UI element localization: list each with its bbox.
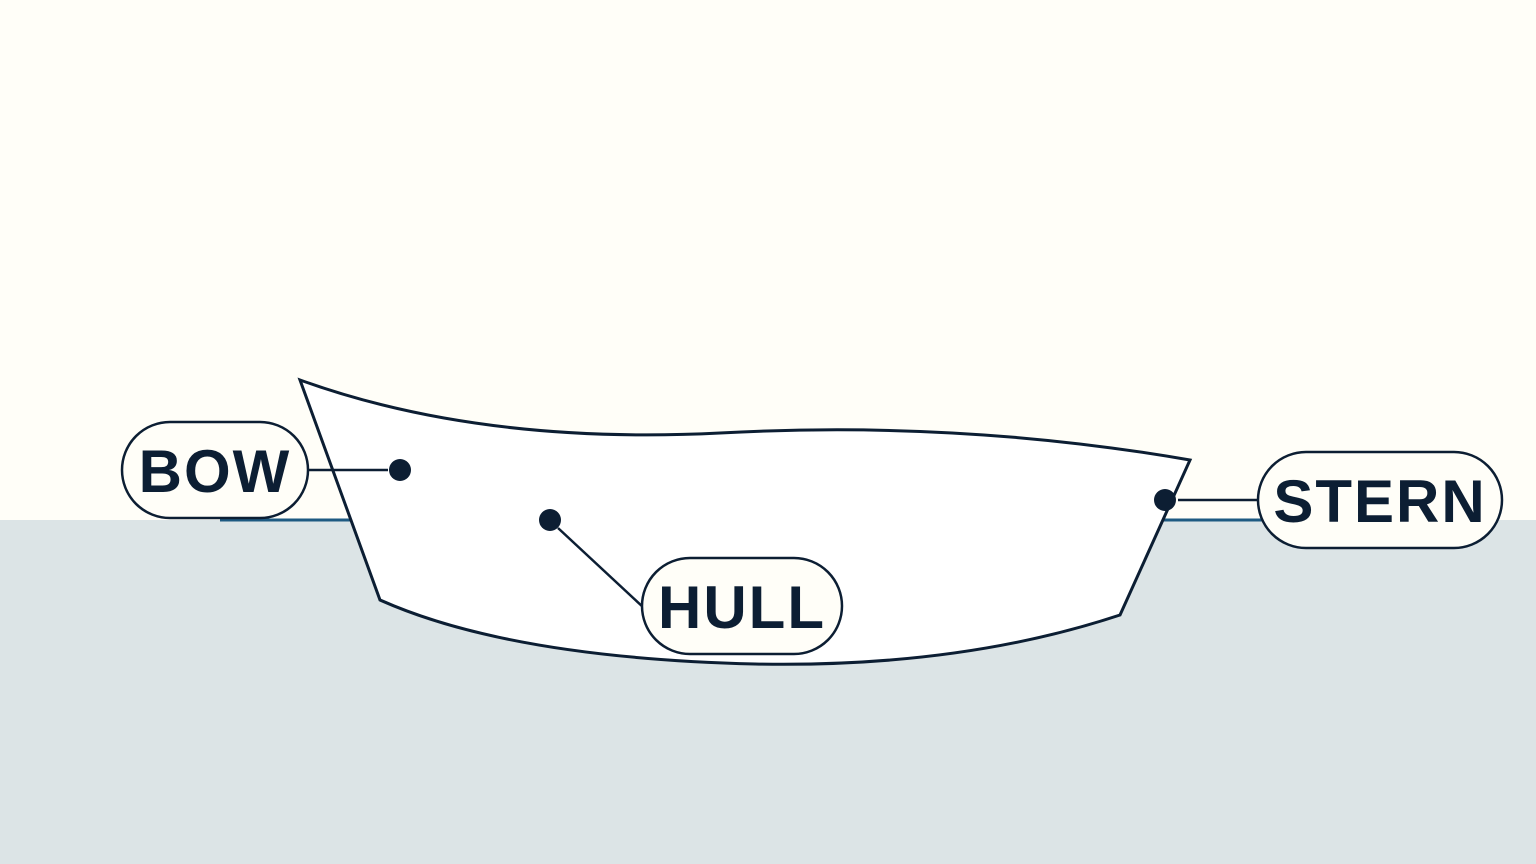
boat-hull-shape xyxy=(297,377,1193,666)
bow-marker-dot xyxy=(389,459,411,481)
stern-marker-dot xyxy=(1154,489,1176,511)
stern-label-pill xyxy=(1256,450,1504,550)
hull-label: HULL xyxy=(658,574,826,641)
bow-label-pill xyxy=(120,420,310,520)
hull-leader-line xyxy=(557,527,645,609)
bow-label: BOW xyxy=(139,438,292,505)
hull-marker-dot xyxy=(539,509,561,531)
hull-label-pill xyxy=(640,556,844,656)
stern-label: STERN xyxy=(1273,468,1486,535)
